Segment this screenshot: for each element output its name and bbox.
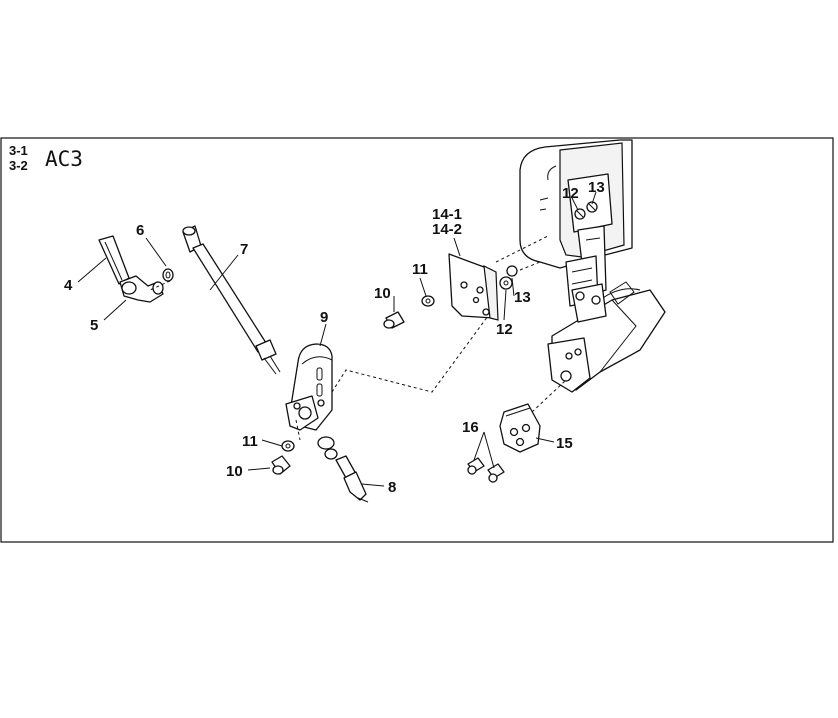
part-14-plate — [448, 253, 499, 321]
callout-10-left: 10 — [226, 463, 243, 480]
callout-8: 8 — [388, 479, 396, 496]
part-9-bracket — [285, 343, 333, 431]
section-label-1: 3-1 — [9, 143, 28, 158]
callout-15: 15 — [556, 435, 573, 452]
callout-7: 7 — [240, 241, 248, 258]
callout-11-left: 11 — [242, 433, 258, 450]
callout-5: 5 — [90, 317, 98, 334]
callout-11-center: 11 — [412, 261, 428, 278]
center-nuts — [499, 265, 518, 290]
left-washer-and-screw — [271, 440, 295, 475]
callout-10-center: 10 — [374, 285, 391, 302]
model-code: AC3 — [45, 147, 83, 171]
callout-16: 16 — [462, 419, 479, 436]
leader-lines — [77, 191, 597, 487]
diagram-frame — [0, 137, 834, 543]
part-15-bracket — [499, 403, 541, 453]
callout-9: 9 — [320, 309, 328, 326]
callout-14-1: 14-1 — [432, 206, 462, 223]
callout-12-center: 12 — [496, 321, 513, 338]
part-6-nut — [162, 268, 174, 282]
assembly-lines — [149, 235, 567, 441]
callout-13-head: 13 — [588, 179, 605, 196]
part-8-knuckle — [317, 436, 369, 503]
center-washer-and-screw — [383, 295, 435, 329]
part-7-air-cylinder — [182, 225, 281, 375]
machine-head — [519, 139, 666, 393]
callout-13-center: 13 — [514, 289, 531, 306]
section-label-2: 3-2 — [9, 158, 28, 173]
callout-6: 6 — [136, 222, 144, 239]
callout-14-2: 14-2 — [432, 221, 462, 238]
callout-4: 4 — [64, 277, 73, 294]
part-5-elbow-fitting — [119, 275, 164, 303]
part-16-screws — [467, 457, 505, 483]
callout-12-head: 12 — [562, 185, 579, 202]
